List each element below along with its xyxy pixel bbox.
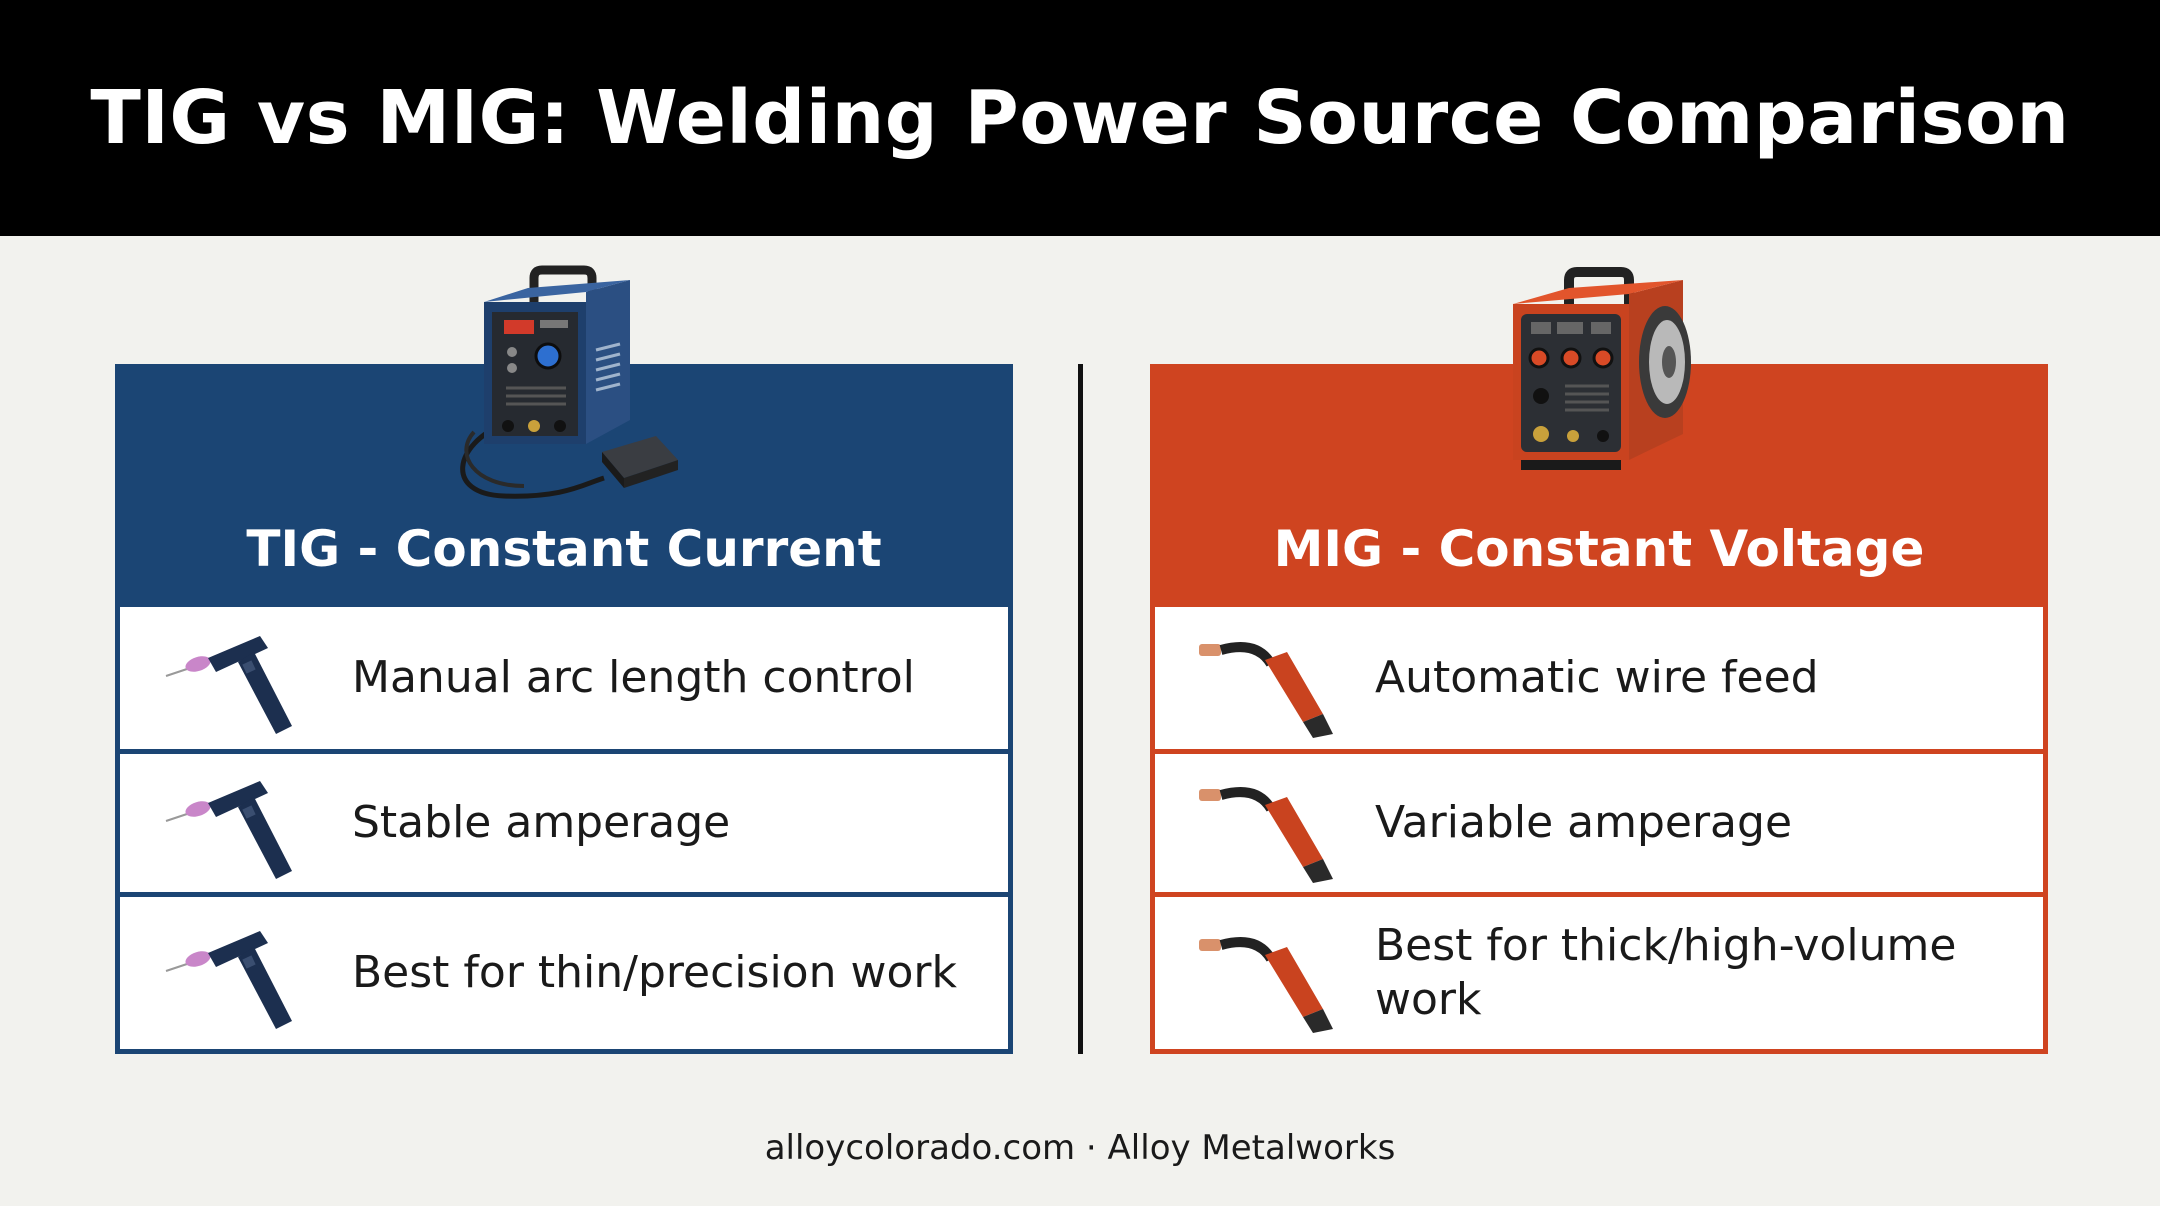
tig-feature-row: Best for thin/precision work — [115, 892, 1013, 1054]
tig-torch-icon — [165, 931, 292, 1029]
mig-welder-machine-icon — [1513, 267, 1691, 470]
tig-torch-icon — [165, 781, 292, 879]
tig-panel: TIG - Constant Current — [115, 265, 1013, 1054]
mig-panel: MIG - Constant Voltage — [1150, 267, 2048, 1054]
tig-feature-row: Manual arc length control — [115, 602, 1013, 754]
tig-feature-label: Best for thin/precision work — [352, 947, 957, 998]
tig-feature-label: Stable amperage — [352, 797, 731, 848]
mig-feature-row: Variable amperage — [1150, 749, 2048, 897]
mig-feature-row: Best for thick/high-volume work — [1150, 892, 2048, 1054]
title-bar: TIG vs MIG: Welding Power Source Compari… — [0, 0, 2160, 236]
tig-panel-title: TIG - Constant Current — [246, 520, 882, 578]
mig-feature-row: Automatic wire feed — [1150, 602, 2048, 754]
mig-panel-title: MIG - Constant Voltage — [1273, 520, 1925, 578]
tig-feature-label: Manual arc length control — [352, 652, 915, 703]
mig-gun-icon — [1199, 787, 1333, 883]
mig-feature-list: Automatic wire feed Variable amperage — [1150, 602, 2048, 1054]
tig-torch-icon — [165, 636, 292, 734]
mig-gun-icon — [1199, 642, 1333, 738]
tig-feature-list: Manual arc length control Stable amperag… — [115, 602, 1013, 1054]
mig-gun-icon — [1199, 937, 1333, 1033]
tig-feature-row: Stable amperage — [115, 749, 1013, 897]
footer-credit: alloycolorado.com · Alloy Metalworks — [764, 1128, 1396, 1168]
tig-welder-machine-icon — [460, 265, 678, 499]
center-divider — [1078, 364, 1083, 1054]
mig-feature-label: Best for thick/high-volume work — [1375, 920, 1957, 1025]
page-title: TIG vs MIG: Welding Power Source Compari… — [90, 75, 2070, 161]
mig-feature-label: Automatic wire feed — [1375, 652, 1819, 703]
mig-feature-label: Variable amperage — [1375, 797, 1793, 848]
